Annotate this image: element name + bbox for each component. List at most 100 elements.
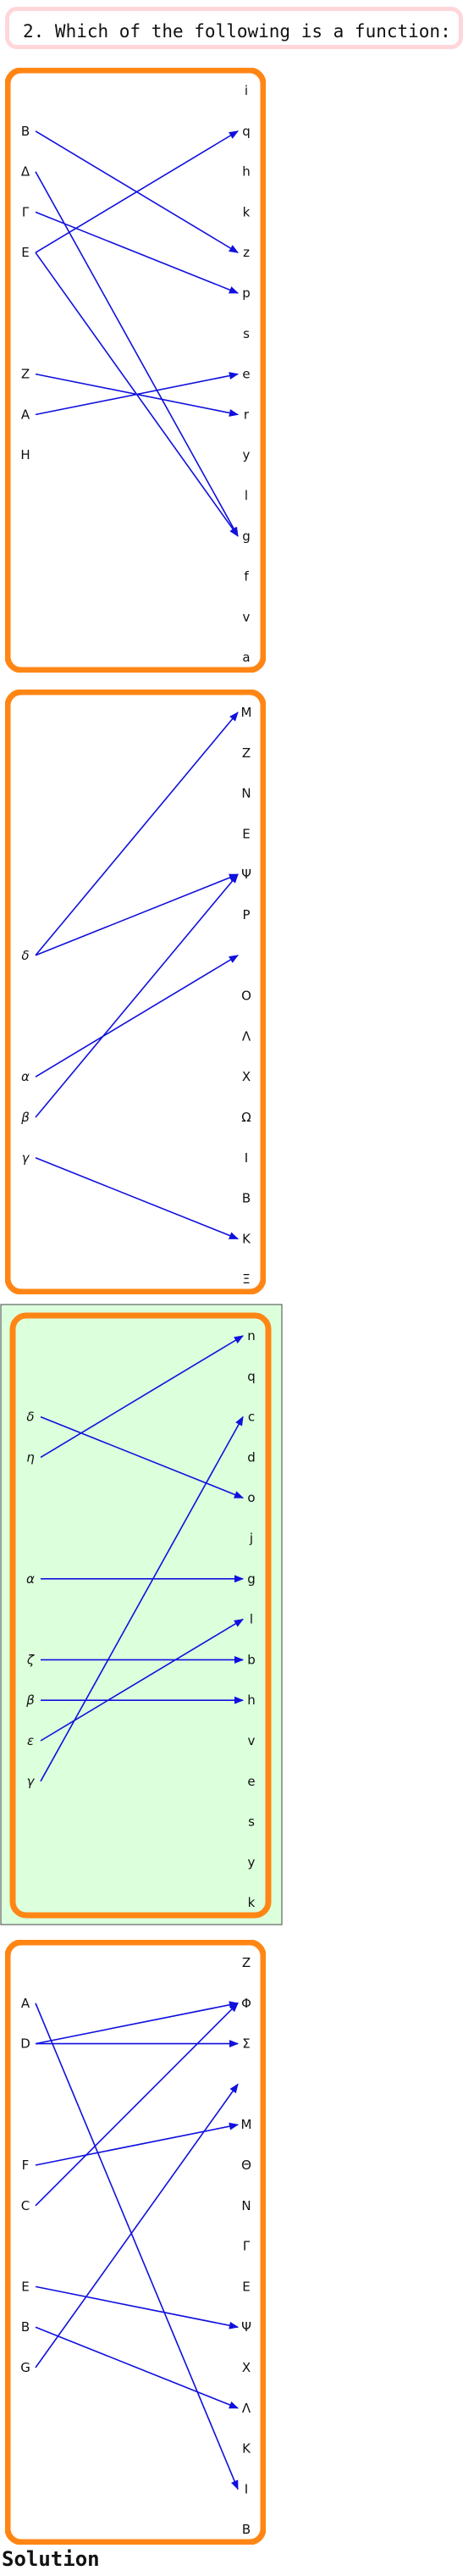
codomain-label: Z [242, 745, 251, 761]
domain-label: δ [26, 1410, 34, 1425]
highlight-background [0, 1304, 283, 1925]
codomain-label: N [241, 2198, 251, 2213]
codomain-label: s [243, 326, 250, 341]
mapping-arrow [35, 2285, 240, 2329]
domain-label: α [21, 1069, 30, 1084]
domain-label: E [21, 2279, 29, 2294]
codomain-label: v [248, 1733, 256, 1748]
mapping-arrow [35, 873, 239, 1118]
domain-label: β [25, 1692, 35, 1708]
codomain-label: q [242, 124, 251, 139]
codomain-label: g [242, 529, 251, 544]
codomain-label: K [242, 2441, 251, 2457]
mapping-arrow [35, 712, 239, 956]
codomain-label: l [250, 1612, 253, 1627]
domain-label: Z [21, 367, 30, 382]
codomain-label: Φ [241, 1996, 251, 2011]
domain-label: G [20, 2360, 30, 2375]
question-text: 2. Which of the following is a function: [23, 21, 451, 42]
codomain-label: B [242, 2522, 251, 2537]
domain-label: H [20, 447, 30, 463]
domain-label: Δ [21, 164, 30, 180]
panel-frame [5, 690, 266, 1294]
mapping-arrow [35, 1157, 240, 1240]
codomain-label: e [242, 367, 250, 382]
domain-label: A [21, 407, 30, 422]
solution-label: Solution [2, 2547, 100, 2571]
codomain-label: Ψ [241, 2319, 251, 2335]
domain-label: C [21, 2198, 30, 2213]
codomain-label: E [242, 826, 250, 841]
codomain-label: e [247, 1774, 255, 1789]
codomain-label: B [242, 1191, 251, 1206]
codomain-label: Z [242, 1955, 251, 1970]
codomain-label: h [247, 1692, 256, 1708]
codomain-label: Θ [241, 2158, 251, 2173]
codomain-label: y [248, 1854, 256, 1870]
codomain-label: v [243, 609, 251, 624]
mapping-arrow [40, 1415, 244, 1782]
mapping-arrow [35, 130, 239, 253]
codomain-label: a [242, 650, 250, 665]
mapping-arrow [40, 1335, 244, 1459]
panel-frame [5, 68, 266, 673]
codomain-label: d [247, 1449, 256, 1465]
codomain-label: X [242, 1069, 251, 1084]
domain-label: ζ [26, 1652, 35, 1667]
panel-frame [9, 1312, 272, 1919]
codomain-label: r [244, 407, 250, 422]
codomain-label: j [249, 1531, 253, 1546]
domain-label: γ [27, 1774, 36, 1789]
domain-label: ε [27, 1733, 34, 1748]
domain-label: B [21, 124, 30, 139]
codomain-label: h [242, 164, 251, 180]
codomain-label: k [243, 204, 251, 219]
mapping-arrow [35, 2001, 240, 2045]
domain-label: β [20, 1110, 30, 1125]
domain-label: E [21, 245, 29, 260]
domain-label: γ [22, 1150, 30, 1166]
codomain-label: X [242, 2360, 251, 2375]
codomain-label: Ψ [241, 867, 251, 882]
codomain-label: Γ [243, 2239, 251, 2254]
codomain-label: k [248, 1895, 256, 1910]
domain-label: A [21, 1996, 30, 2011]
mapping-arrow [35, 2083, 239, 2368]
domain-label: α [26, 1571, 35, 1587]
domain-label: D [20, 2036, 30, 2052]
domain-label: δ [21, 948, 29, 963]
codomain-label: z [243, 245, 250, 260]
codomain-label: o [247, 1490, 255, 1505]
domain-label: B [21, 2319, 30, 2335]
codomain-label: I [245, 1150, 248, 1166]
codomain-label: E [242, 2279, 250, 2294]
mapping-arrow [35, 2326, 240, 2409]
domain-label: F [22, 2158, 30, 2173]
codomain-label: l [245, 488, 248, 503]
codomain-label: M [241, 2117, 252, 2132]
codomain-label: b [247, 1652, 256, 1667]
codomain-label: g [247, 1571, 256, 1587]
codomain-label: i [245, 83, 248, 98]
codomain-label: p [242, 285, 251, 301]
codomain-label: N [241, 786, 251, 801]
codomain-label: M [241, 705, 252, 720]
mapping-arrow [40, 1415, 245, 1499]
codomain-label: Σ [242, 2036, 250, 2052]
codomain-label: O [241, 989, 251, 1004]
mapping-arrow [35, 211, 240, 294]
domain-label: Γ [22, 204, 30, 219]
codomain-label: c [248, 1410, 255, 1425]
codomain-label: Ω [241, 1110, 251, 1125]
codomain-label: n [247, 1328, 256, 1343]
mapping-arrow [35, 873, 240, 956]
mapping-arrow [35, 955, 239, 1077]
